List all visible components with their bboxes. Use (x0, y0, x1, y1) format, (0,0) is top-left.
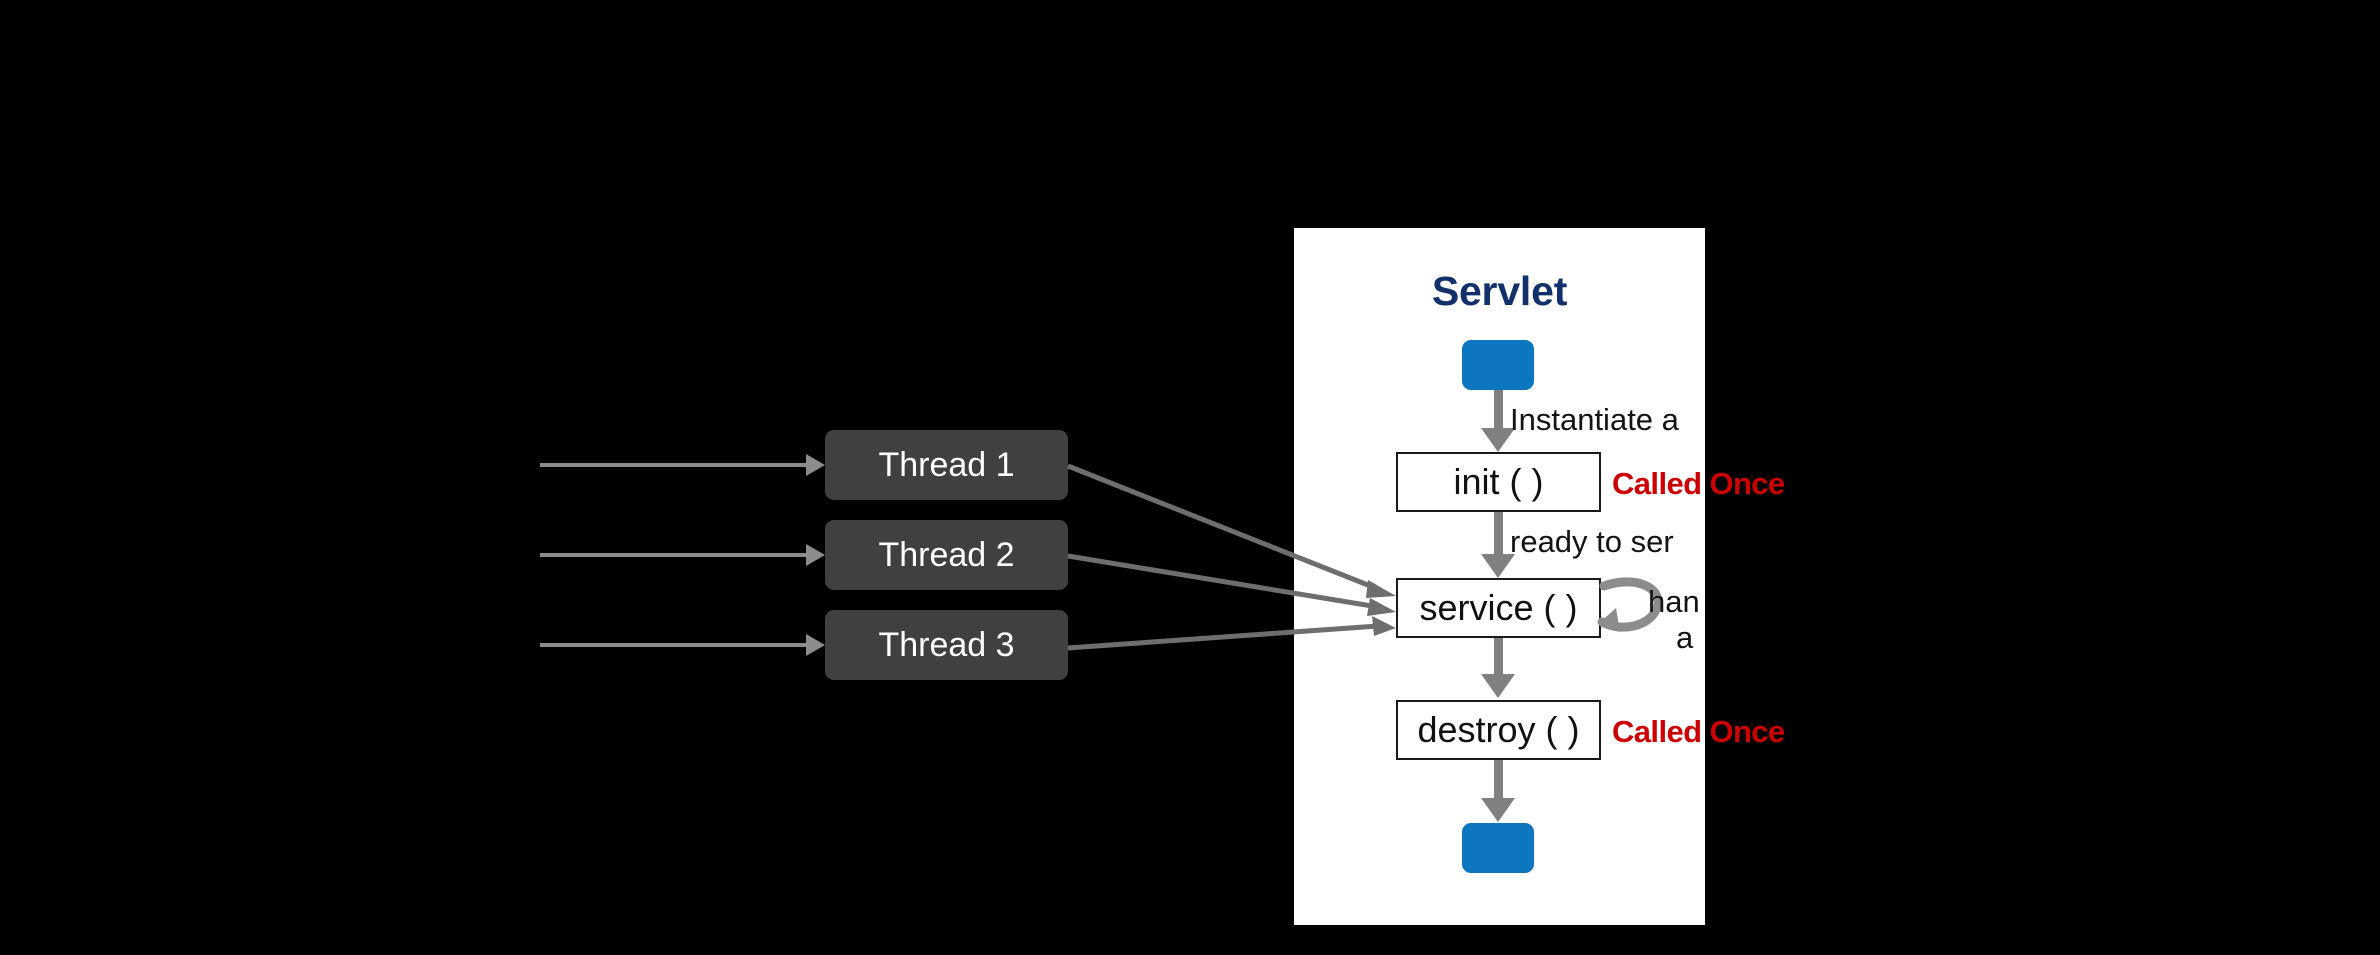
thread-box-2[interactable]: Thread 2 (825, 520, 1068, 590)
page-title: Servlet (1431, 268, 1568, 314)
request-arrow-2-line (540, 553, 812, 557)
request-arrow-3-head (806, 634, 825, 656)
request-arrow-1-line (540, 463, 812, 467)
annotation-destroy-called-once: Called Once (1612, 714, 1785, 749)
thread-label: Thread 1 (878, 445, 1015, 484)
request-arrow-2-head (806, 544, 825, 566)
label-handle-requests-line2: a (1676, 620, 1694, 655)
thread-label: Thread 3 (878, 625, 1015, 664)
arrow-start-to-init-head (1481, 428, 1515, 452)
label-handle-requests-line1: han (1648, 584, 1700, 619)
lifecycle-end-node (1462, 823, 1534, 873)
arrow-service-to-destroy-head (1481, 674, 1515, 698)
request-arrow-3-line (540, 643, 812, 647)
lifecycle-box-destroy[interactable]: destroy ( ) (1396, 700, 1601, 760)
lifecycle-start-node (1462, 340, 1534, 390)
request-arrow-1-head (806, 454, 825, 476)
thread-box-3[interactable]: Thread 3 (825, 610, 1068, 680)
thread-box-1[interactable]: Thread 1 (825, 430, 1068, 500)
service-loop-arrow-icon (1597, 577, 1663, 632)
arrow-destroy-to-end-line (1494, 760, 1503, 800)
arrow-destroy-to-end-head (1481, 798, 1515, 822)
annotation-init-called-once: Called Once (1612, 466, 1785, 501)
lifecycle-box-label: init ( ) (1453, 461, 1544, 502)
arrow-init-to-service-head (1481, 554, 1515, 578)
servlet-panel: Servlet Instantiate a init ( ) ready to … (1294, 228, 1705, 925)
lifecycle-box-init[interactable]: init ( ) (1396, 452, 1601, 512)
lifecycle-box-label: service ( ) (1419, 587, 1578, 628)
label-instantiate: Instantiate a (1510, 402, 1679, 437)
arrow-start-to-init-line (1494, 390, 1503, 432)
label-ready-to-serve: ready to ser (1510, 524, 1674, 559)
thread-label: Thread 2 (878, 535, 1015, 574)
arrow-service-to-destroy-line (1494, 638, 1503, 676)
lifecycle-box-label: destroy ( ) (1417, 709, 1580, 750)
arrow-init-to-service-line (1494, 512, 1503, 556)
lifecycle-box-service[interactable]: service ( ) (1396, 578, 1601, 638)
